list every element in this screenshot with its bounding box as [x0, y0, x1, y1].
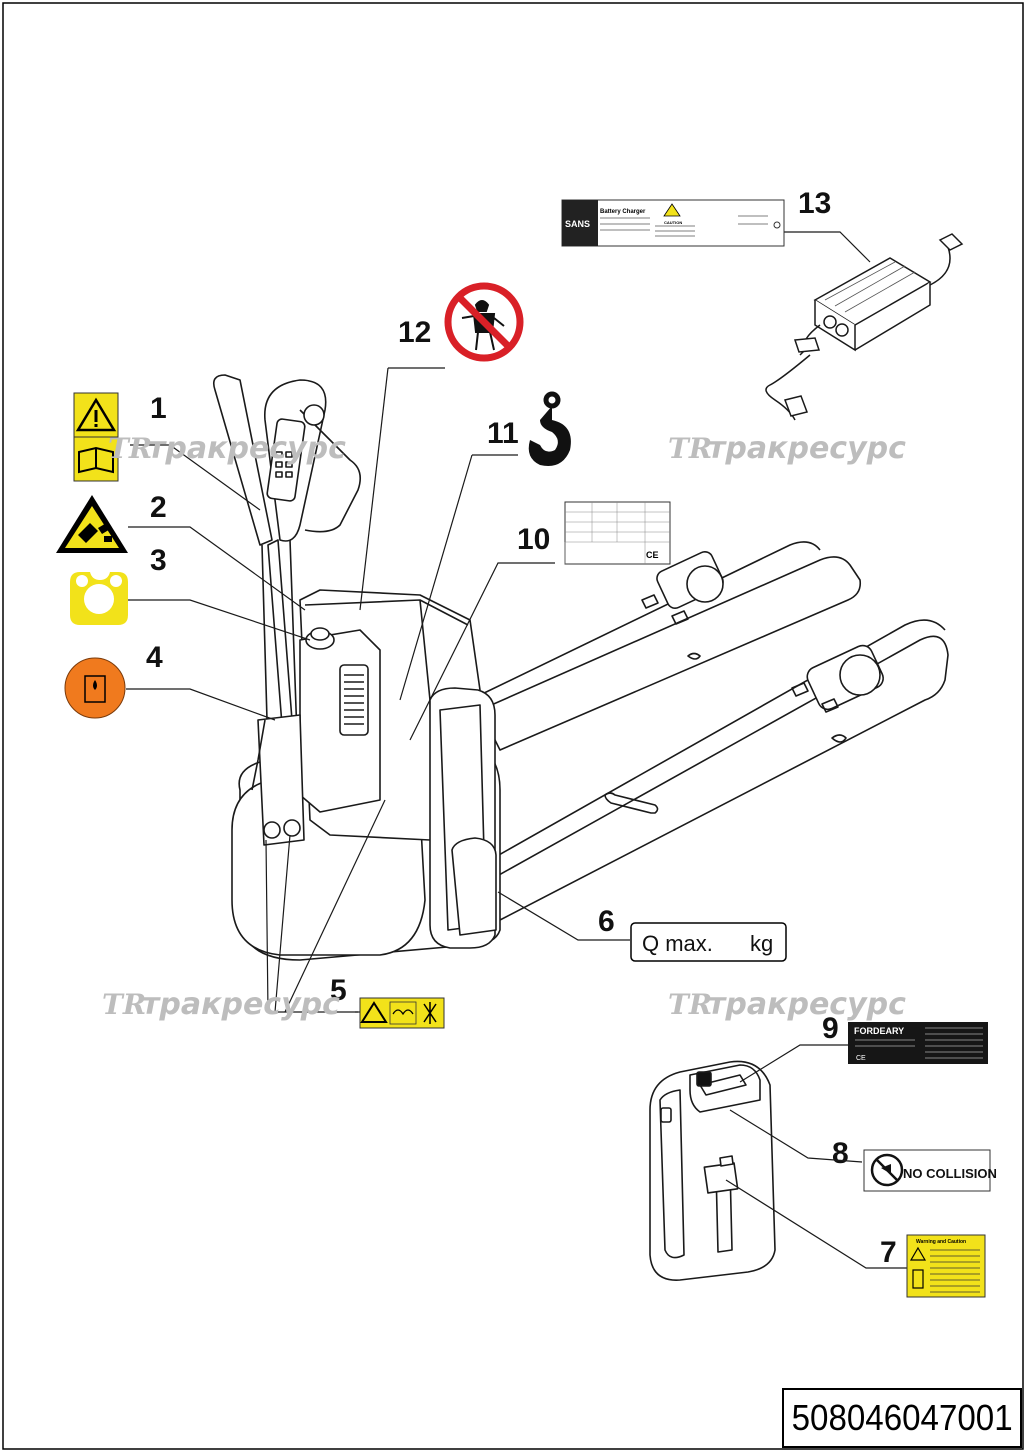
watermark-text: тракресурс	[142, 987, 340, 1022]
callout-3: 3	[150, 544, 167, 577]
watermark-text: тракресурс	[148, 431, 346, 466]
ce-mark: CE	[646, 550, 659, 560]
pallet-truck-drawing	[212, 374, 949, 961]
charger-brand: SANS	[565, 219, 590, 229]
sign-warning-strip	[359, 997, 445, 1029]
part-number-box: 508046047001	[782, 1388, 1022, 1448]
watermark-4: TR тракресурс	[668, 987, 906, 1022]
callout-1: 1	[150, 392, 167, 425]
no-collision-text: NO COLLISION	[903, 1166, 997, 1181]
charger-caution: CAUTION	[664, 220, 682, 225]
no-riding-sign	[444, 282, 524, 362]
callout-11: 11	[487, 417, 519, 450]
manual-icon	[392, 1009, 414, 1016]
sign-crush-hazard	[56, 495, 128, 553]
callout-13: 13	[798, 187, 831, 220]
container-icon	[84, 675, 106, 703]
battery-brand: FORDEARY	[854, 1026, 904, 1036]
battery-ce-mark: CE	[856, 1055, 866, 1062]
battery-pack-drawing	[649, 1060, 776, 1281]
no-icon	[423, 1002, 437, 1024]
leader-lines	[126, 231, 871, 1013]
sign-read-manual	[73, 392, 119, 482]
watermark-logo: TR	[108, 432, 152, 465]
battery-label: FORDEARY CE	[848, 1022, 988, 1064]
callout-9: 9	[822, 1012, 839, 1045]
callout-12: 12	[398, 316, 431, 349]
watermark-2: TR тракресурс	[668, 431, 906, 466]
battery-leader-lines	[725, 1044, 907, 1269]
warning-triangle-icon	[909, 1246, 927, 1261]
drop-icon	[93, 680, 97, 690]
sign-fluid-level	[64, 657, 126, 719]
load-plate-unit: kg	[750, 931, 773, 956]
load-plate-q-max: Q max.	[642, 931, 713, 956]
callout-5: 5	[330, 974, 347, 1007]
book-icon	[78, 446, 114, 474]
watermark-1: TR тракресурс	[108, 431, 346, 466]
warning-triangle-icon	[663, 203, 681, 217]
callout-2: 2	[150, 491, 167, 524]
watermark-text: тракресурс	[708, 431, 906, 466]
callout-8: 8	[832, 1137, 849, 1170]
charger-title: Battery Charger	[600, 209, 646, 215]
load-capacity-plate: Q max. kg	[630, 922, 787, 962]
no-collision-label: NO COLLISION	[863, 1149, 997, 1192]
warning-caution-label: Warning and Caution	[906, 1234, 986, 1298]
charger-label: SANS Battery Charger CAUTION	[561, 199, 785, 247]
part-number: 508046047001	[791, 1397, 1013, 1438]
watermark-logo: TR	[102, 988, 146, 1021]
callout-numbers: 1 2 3 4 5 6 7 8 9 10 11 12 13	[146, 187, 897, 1269]
watermark-3: TR тракресурс	[102, 987, 340, 1022]
hook-icon	[528, 391, 571, 466]
battery-charger-drawing	[765, 233, 964, 421]
sign-emergency-stop-label	[70, 572, 128, 625]
watermarks: TR тракресурс TR тракресурс TR тракресур…	[102, 431, 906, 1022]
warning-caution-title: Warning and Caution	[916, 1239, 966, 1245]
callout-10: 10	[517, 523, 550, 556]
callout-4: 4	[146, 641, 163, 674]
callout-6: 6	[598, 905, 615, 938]
callout-7: 7	[880, 1236, 897, 1269]
watermark-logo: TR	[668, 988, 712, 1021]
nameplate: CE	[564, 501, 671, 565]
battery-icon	[912, 1269, 924, 1289]
warning-triangle-icon	[360, 1001, 388, 1023]
watermark-text: тракресурс	[708, 987, 906, 1022]
hand-crush-icon	[78, 523, 98, 543]
watermark-logo: TR	[668, 432, 712, 465]
keypad	[275, 451, 293, 478]
